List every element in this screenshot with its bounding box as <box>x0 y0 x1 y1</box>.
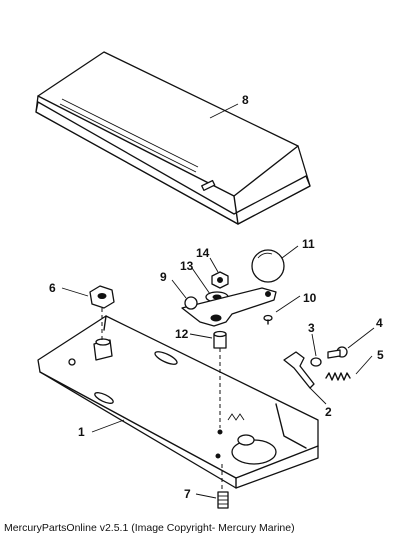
callout-11: 11 <box>302 237 315 251</box>
leader-6 <box>61 287 89 297</box>
part-14-nut[interactable] <box>211 271 229 289</box>
leader-14 <box>209 257 219 273</box>
callout-4: 4 <box>376 316 383 330</box>
leader-1 <box>91 419 125 433</box>
callout-10: 10 <box>303 291 317 305</box>
leader-4 <box>347 327 375 349</box>
callout-9: 9 <box>160 270 167 284</box>
leader-9 <box>171 279 187 299</box>
part-2-lever-arm[interactable] <box>283 351 315 389</box>
callout-2: 2 <box>325 405 332 419</box>
callout-5: 5 <box>377 348 384 362</box>
leader-2 <box>309 387 327 405</box>
part-10-screw[interactable] <box>263 314 273 325</box>
leader-5 <box>355 355 373 375</box>
leader-10 <box>275 295 301 313</box>
callout-7: 7 <box>184 487 191 501</box>
callout-8: 8 <box>242 93 249 107</box>
callout-12: 12 <box>175 327 189 341</box>
leader-7 <box>195 493 217 499</box>
part-9-lever-bracket[interactable] <box>181 287 277 327</box>
leader-12 <box>189 333 213 339</box>
leader-13 <box>191 267 211 295</box>
part-5-spring[interactable] <box>325 372 351 381</box>
part-7-screw[interactable] <box>217 491 229 509</box>
part-11-knob[interactable] <box>251 249 285 283</box>
callout-13: 13 <box>180 259 194 273</box>
leader-11 <box>281 245 299 259</box>
callout-6: 6 <box>49 281 56 295</box>
callout-1: 1 <box>78 425 85 439</box>
leader-3 <box>311 333 317 357</box>
part-8-cover[interactable] <box>35 51 311 225</box>
callout-3: 3 <box>308 321 315 335</box>
leader-8 <box>209 103 239 119</box>
callout-14: 14 <box>196 246 210 260</box>
part-6-nut[interactable] <box>89 285 115 309</box>
part-3-bushing[interactable] <box>310 357 322 367</box>
part-12-bushing[interactable] <box>213 330 227 349</box>
part-4-bolt[interactable] <box>327 346 348 359</box>
part-1-base-plate[interactable] <box>37 315 319 489</box>
copyright-caption: MercuryPartsOnline v2.5.1 (Image Copyrig… <box>4 522 295 534</box>
